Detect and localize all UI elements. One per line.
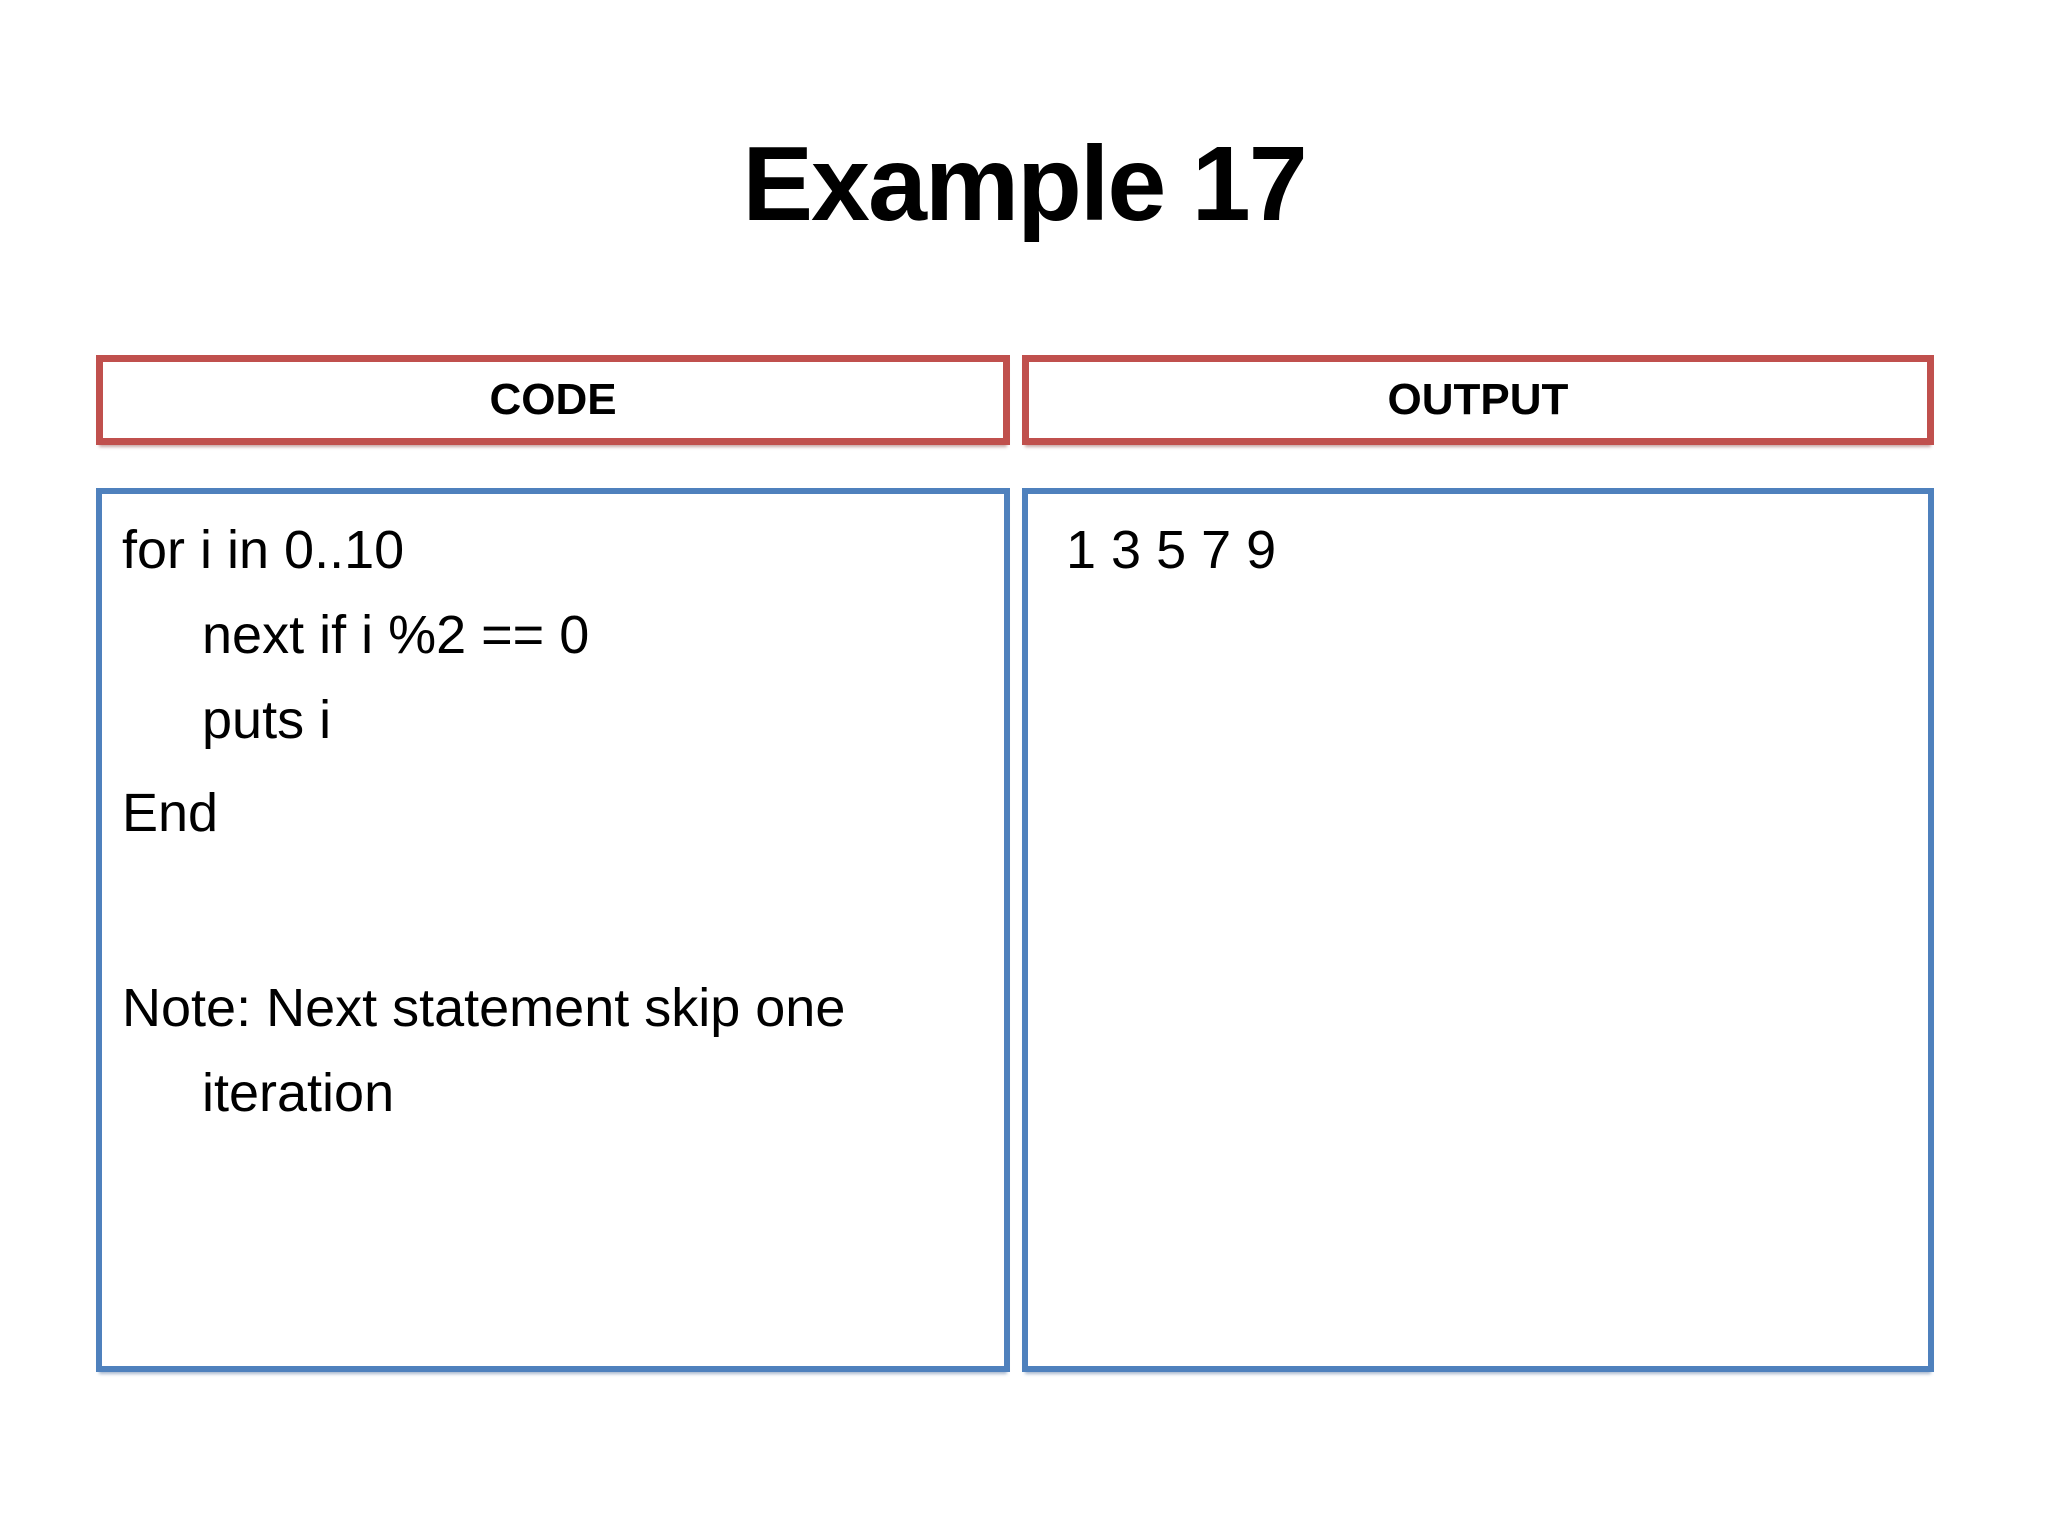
code-line-2: next if i %2 == 0	[202, 605, 590, 665]
output-header-label: OUTPUT	[1387, 375, 1569, 424]
output-panel: 1 3 5 7 9	[1022, 488, 1934, 1372]
slide-title: Example 17	[742, 125, 1307, 243]
code-header-label: CODE	[489, 375, 617, 424]
output-line-1: 1 3 5 7 9	[1066, 520, 1277, 580]
code-header-box: CODE	[96, 355, 1010, 445]
note-line-1: Note: Next statement skip one	[122, 978, 846, 1038]
code-panel: for i in 0..10 next if i %2 == 0 puts i …	[96, 488, 1010, 1372]
note-line-2: iteration	[202, 1063, 395, 1123]
output-header-box: OUTPUT	[1022, 355, 1934, 445]
code-line-3: puts i	[202, 690, 332, 750]
code-line-4: End	[122, 783, 219, 843]
code-line-1: for i in 0..10	[122, 520, 405, 580]
blank-space	[122, 856, 984, 966]
